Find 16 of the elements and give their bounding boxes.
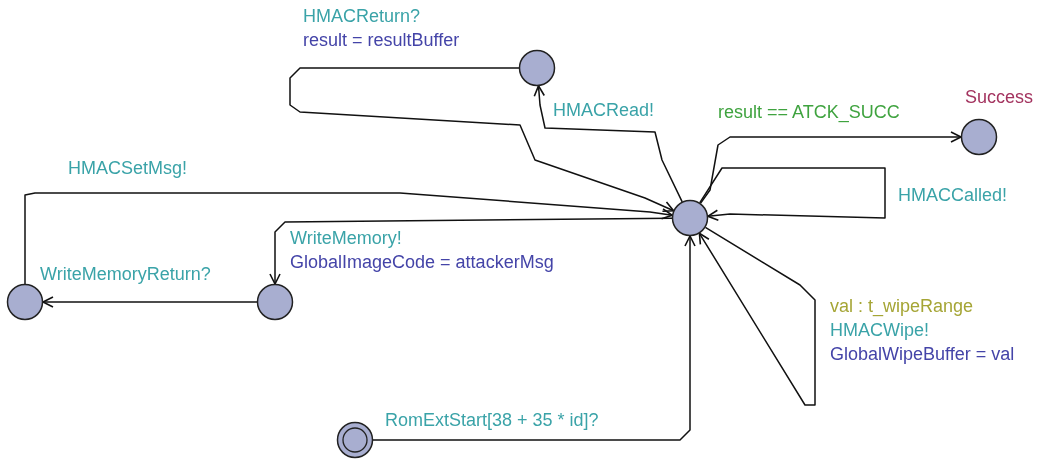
location-circle [6,283,44,321]
transition-arrow [533,85,683,203]
transition-arrow [698,167,886,221]
transition-arrow [699,131,962,205]
transition-arrow [42,296,258,308]
transition-arrow [269,217,673,285]
location-circle [960,118,998,156]
initial-location-circle [336,421,374,459]
location-circle [671,199,709,237]
location-circle [518,49,556,87]
transition-arrow [24,192,673,285]
transition-arrow [372,235,696,441]
location-name: Success [965,86,1034,108]
transition-arrow [698,226,816,406]
transition-arrow [289,67,675,212]
location-circle [256,283,294,321]
